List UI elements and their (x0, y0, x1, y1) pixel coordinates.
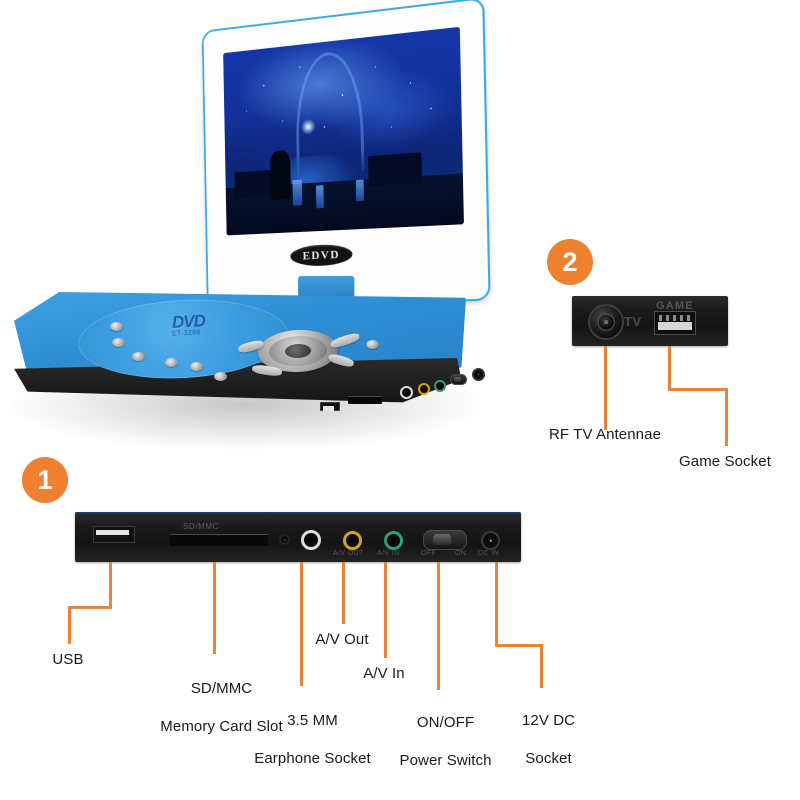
sd-mmc-marking: SD/MMC (183, 522, 220, 531)
device-av-in-jack[interactable] (434, 380, 446, 392)
label-earphone-line2: Earphone Socket (254, 750, 371, 767)
av-out-marking: A/V OUT (333, 550, 364, 557)
tv-marking: TV (624, 314, 642, 329)
device-av-out-jack[interactable] (418, 383, 430, 395)
device-sd-slot[interactable] (348, 396, 382, 404)
button-setup[interactable] (112, 338, 125, 347)
button-menu[interactable] (110, 322, 123, 331)
button-power[interactable] (366, 340, 379, 349)
av-in-marking: A/V IN (377, 550, 400, 557)
leader-game-drop (725, 388, 728, 446)
dc-in-marking: DC IN (478, 550, 500, 557)
usb-port[interactable] (93, 526, 135, 543)
av-in-socket[interactable] (384, 531, 403, 550)
label-av-out: A/V Out (315, 631, 369, 648)
button-prev[interactable] (190, 362, 203, 371)
performer-silhouette (269, 150, 291, 200)
sd-mmc-slot[interactable] (170, 534, 268, 546)
callout-badge-1: 1 (22, 457, 68, 503)
leader-usb-drop (68, 606, 71, 644)
label-power-line2: Power Switch (399, 752, 492, 769)
label-rf-tv-antennae: RF TV Antennae (548, 426, 662, 443)
rf-tv-antenna-pin (604, 320, 608, 324)
leader-game-stub (668, 346, 671, 390)
power-off-marking: OFF (421, 550, 437, 557)
device-earphone-jack[interactable] (400, 386, 413, 399)
button-play[interactable] (132, 352, 145, 361)
brand-badge-text: EDVD (302, 247, 340, 263)
label-earphone-line1: 3.5 MM (287, 712, 338, 729)
rf-tv-antenna-inner (597, 313, 615, 331)
dc-in-socket[interactable] (481, 531, 500, 550)
device-power-switch[interactable] (450, 374, 467, 385)
button-next[interactable] (214, 372, 227, 381)
stage-riser-left (234, 170, 271, 199)
game-marking: GAME (656, 300, 694, 312)
leader-power (437, 562, 440, 690)
device-dc-socket[interactable] (472, 368, 485, 381)
label-sd-mmc-line2: Memory Card Slot (160, 718, 283, 735)
ir-sensor (279, 534, 290, 545)
leader-rf-tv (604, 346, 607, 430)
label-dc-line2: Socket (525, 750, 572, 767)
screen-bezel: EDVD (201, 0, 491, 307)
power-on-marking: ON (455, 550, 467, 557)
leader-dc-jog (495, 644, 543, 647)
label-sd-mmc: SD/MMC Memory Card Slot (140, 660, 286, 755)
label-sd-mmc-line1: SD/MMC (190, 680, 253, 697)
callout-badge-1-number: 1 (37, 464, 53, 495)
label-dc-line1: 12V DC (521, 712, 576, 729)
leader-usb-stub (109, 562, 112, 608)
button-stop[interactable] (165, 358, 178, 367)
side-port-panel: SD/MMC A/V OUT A/V IN OFF ON DC IN (75, 512, 521, 562)
rf-tv-antenna-socket[interactable] (588, 304, 624, 340)
power-switch[interactable] (423, 530, 467, 550)
leader-dc-stub (495, 562, 498, 646)
brand-badge: EDVD (290, 243, 353, 267)
leader-av-out (342, 562, 345, 624)
game-socket-port[interactable] (654, 311, 696, 335)
label-power-line1: ON/OFF (416, 714, 475, 731)
label-earphone: 3.5 MM Earphone Socket (230, 692, 378, 787)
earphone-socket[interactable] (301, 530, 321, 550)
stage-light-3 (356, 179, 364, 201)
stage-riser-right (367, 152, 423, 187)
label-game-socket: Game Socket (679, 453, 771, 470)
label-power-switch: ON/OFF Power Switch (371, 694, 503, 789)
screen-display (223, 26, 464, 236)
leader-usb-jog (68, 606, 112, 609)
leader-sd (213, 562, 216, 654)
stage-light-1 (292, 179, 303, 207)
leader-earphone (300, 562, 303, 686)
leader-dc-drop (540, 644, 543, 688)
label-av-in: A/V In (363, 665, 405, 682)
rear-port-panel: TV GAME (572, 296, 728, 346)
callout-badge-2: 2 (547, 239, 593, 285)
label-dc-socket: 12V DC Socket (490, 692, 590, 787)
av-out-socket[interactable] (343, 531, 362, 550)
callout-badge-2-number: 2 (562, 246, 578, 277)
leader-av-in (384, 562, 387, 658)
stage-light-2 (316, 185, 324, 209)
product-photo: EDVD DVD ET-3288 (0, 0, 560, 460)
label-usb: USB (52, 651, 84, 668)
panel-top-trim (75, 512, 521, 514)
device-usb-port[interactable] (320, 402, 340, 411)
dvd-model-text: ET-3288 (171, 329, 201, 338)
leader-game-jog (668, 388, 728, 391)
